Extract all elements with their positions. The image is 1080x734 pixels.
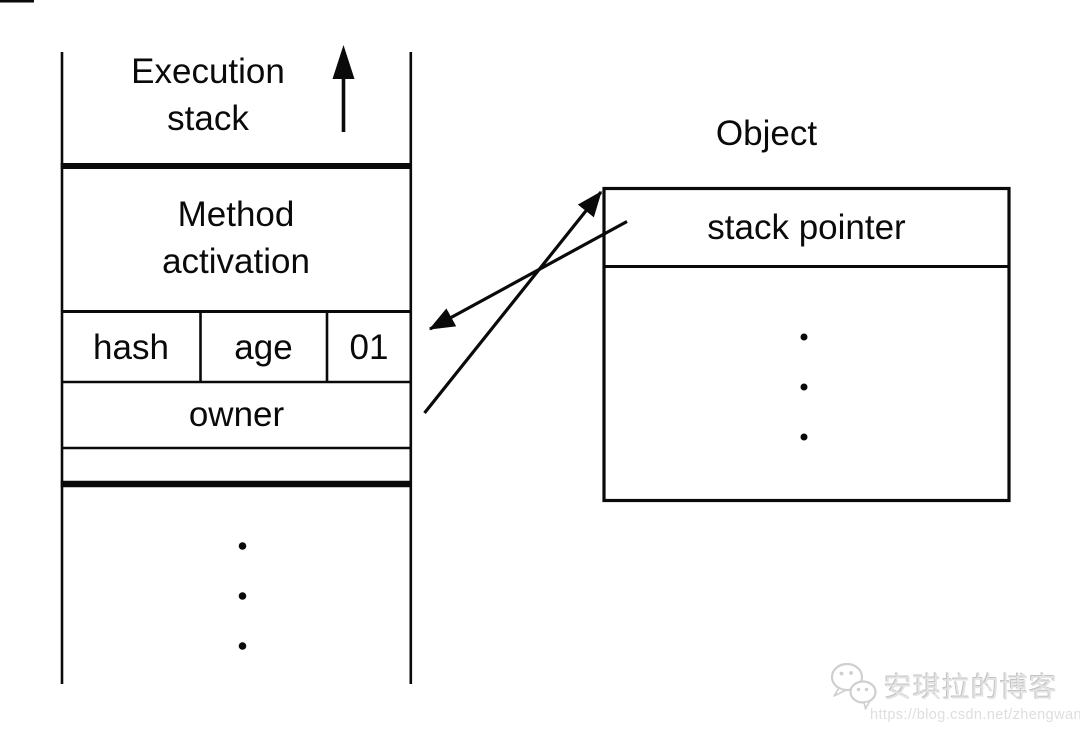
watermark-blog-name: 安琪拉的博客 [884,672,1059,703]
mark-word-cell-age: age [234,327,293,367]
object-title: Object [715,114,818,153]
stack-ellipsis-dots [238,542,247,650]
up-arrow-icon [332,45,355,132]
stack-pointer-to-stack-arrow [428,220,628,331]
object-ellipsis-dots [800,333,808,441]
owner-to-object-arrow [423,190,603,414]
execution-stack-title: Execution stack [131,52,285,138]
corner-artifact [0,0,34,3]
watermark-url: https://blog.csdn.net/zhengwangzw [870,707,1080,723]
wechat-chat-bubbles-icon [830,662,877,710]
stack-pointer-field-label: stack pointer [707,207,906,247]
execution-stack-outline [60,52,413,684]
owner-cell-label: owner [188,395,285,434]
object-box-outline [602,186,1011,503]
mark-word-cell-tag: 01 [349,327,389,367]
method-activation-label: Method activation [162,195,310,281]
mark-word-cell-hash: hash [93,327,169,367]
